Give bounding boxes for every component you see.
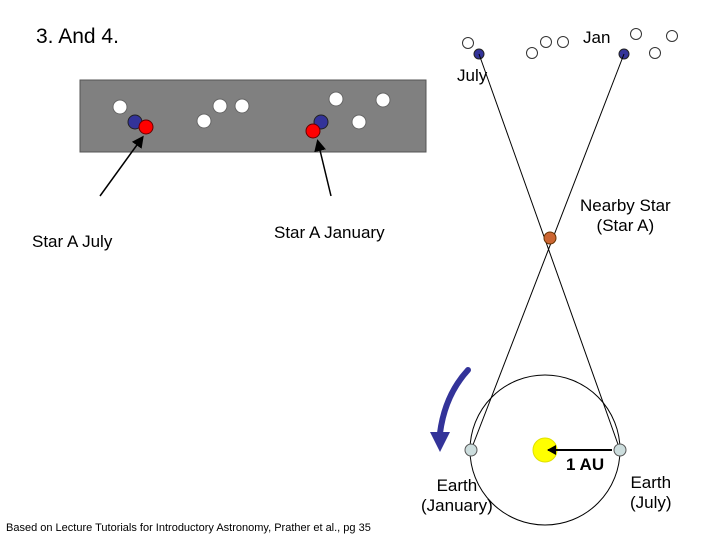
panel-star [112, 99, 128, 115]
sightline-july [478, 53, 621, 451]
slide-title: 3. And 4. [36, 25, 119, 48]
label-star-a-july: Star A July [32, 232, 113, 251]
background-star [462, 37, 474, 49]
panel-star [196, 113, 212, 129]
credit-line: Based on Lecture Tutorials for Introduct… [6, 522, 371, 534]
orbit-direction-arrowhead [430, 432, 450, 452]
background-star [630, 28, 642, 40]
label-july: July [457, 66, 488, 85]
panel-star [328, 91, 344, 107]
label-one-au: 1 AU [566, 455, 605, 474]
label-jan: Jan [583, 28, 611, 47]
panel-star [375, 92, 391, 108]
orbit-direction-arrow [437, 367, 471, 436]
panel-star [212, 98, 228, 114]
label-earth-january: Earth (January) [421, 476, 493, 517]
star-a-january-red [305, 123, 321, 139]
background-star [666, 30, 678, 42]
background-star [526, 47, 538, 59]
earth-january [464, 443, 478, 457]
panel-star [234, 98, 250, 114]
label-earth-july: Earth (July) [630, 473, 672, 514]
pointer-star-a-january [314, 139, 332, 197]
background-star [649, 47, 661, 59]
label-earth-january-line2: (January) [421, 496, 493, 516]
star-a-july-red [138, 119, 154, 135]
pointer-star-a-july [99, 135, 144, 197]
one-au-arrowhead [547, 445, 556, 455]
label-star-a-january: Star A January [274, 223, 385, 242]
label-nearby-star-line2: (Star A) [596, 216, 655, 236]
label-earth-july-line2: (July) [630, 493, 672, 513]
label-earth-january-line1: Earth [436, 476, 478, 495]
background-star [557, 36, 569, 48]
label-earth-july-line1: Earth [630, 473, 672, 492]
label-nearby-star-line1: Nearby Star [580, 196, 671, 215]
panel-star [351, 114, 367, 130]
sightline-january [470, 53, 625, 451]
label-nearby-star: Nearby Star (Star A) [580, 196, 671, 237]
background-star [540, 36, 552, 48]
nearby-star [543, 231, 557, 245]
earth-july [613, 443, 627, 457]
